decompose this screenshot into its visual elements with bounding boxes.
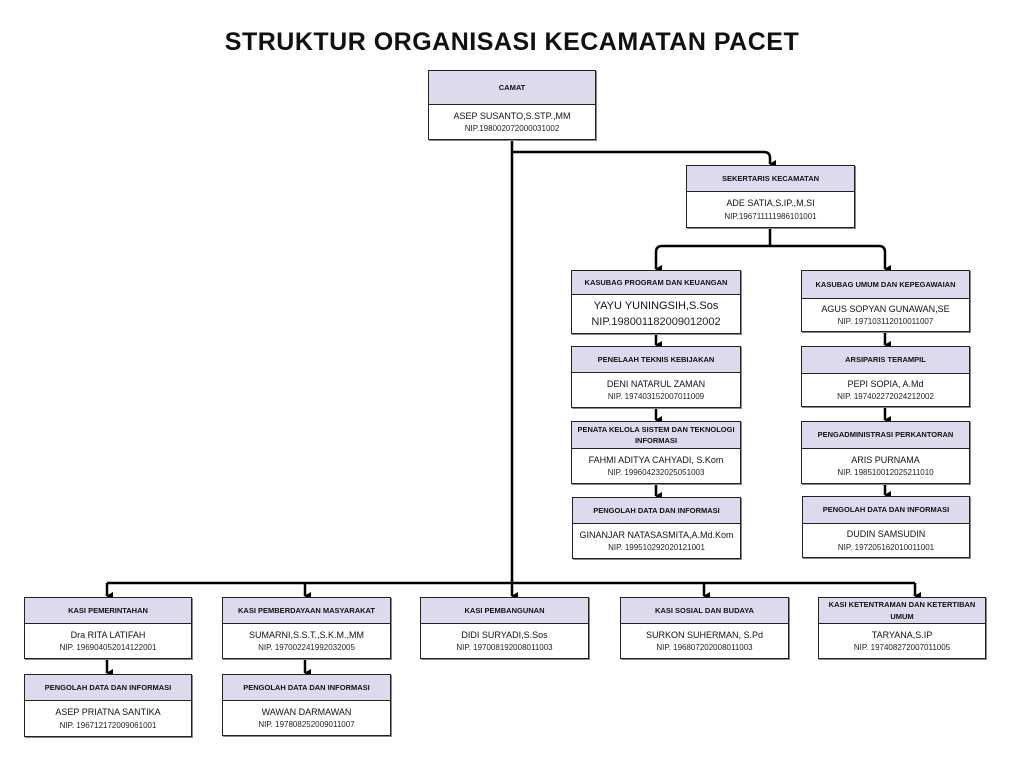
position-holder: YAYU YUNINGSIH,S.Sos NIP.198001182009012…	[572, 295, 740, 333]
holder-name: DUDIN SAMSUDIN	[846, 529, 926, 540]
position-title: KASUBAG PROGRAM DAN KEUANGAN	[572, 271, 740, 295]
holder-nip: NIP. 199604232025051003	[607, 468, 705, 478]
holder-nip: NIP. 199510292020121001	[608, 543, 705, 553]
holder-nip: NIP. 197103112010011007	[837, 317, 934, 327]
position-title: PENGADMINISTRASI PERKANTORAN	[802, 422, 969, 449]
position-title: ARSIPARIS TERAMPIL	[802, 347, 969, 374]
position-box-penelaah: PENELAAH TEKNIS KEBIJAKAN DENI NATARUL Z…	[571, 346, 741, 408]
position-holder: Dra RITA LATIFAH NIP. 196904052014122001	[25, 624, 191, 658]
position-title: PENGOLAH DATA DAN INFORMASI	[573, 498, 740, 524]
holder-name: Dra RITA LATIFAH	[70, 629, 146, 640]
holder-nip: NIP. 197008192008011003	[456, 643, 553, 653]
position-holder: ASEP PRIATNA SANTIKA NIP. 19671217200906…	[25, 701, 191, 736]
holder-nip: NIP. 197403152007011009	[607, 392, 705, 402]
holder-name: ASEP PRIATNA SANTIKA	[55, 707, 161, 718]
position-holder: DIDI SURYADI,S.Sos NIP. 1970081920080110…	[421, 624, 588, 658]
holder-name: YAYU YUNINGSIH,S.Sos	[593, 300, 719, 313]
position-title: PENATA KELOLA SISTEM DAN TEKNOLOGI INFOR…	[572, 422, 740, 449]
position-box-pengolah-pemberdayaan: PENGOLAH DATA DAN INFORMASI WAWAN DARMAW…	[222, 674, 391, 736]
holder-name: WAWAN DARMAWAN	[261, 706, 352, 717]
holder-name: ARIS PURNAMA	[851, 454, 920, 465]
holder-name: TARYANA,S.IP	[871, 629, 933, 640]
holder-name: PEPI SOPIA, A.Md	[847, 378, 924, 389]
line-sekretaris-umum	[770, 244, 891, 273]
position-holder: WAWAN DARMAWAN NIP. 197808252009011007	[223, 701, 390, 735]
position-box-kasubag-umum: KASUBAG UMUM DAN KEPEGAWAIAN AGUS SOPYAN…	[801, 270, 970, 332]
holder-nip: NIP. 197402272024212002	[837, 392, 934, 402]
position-box-sekretaris: SEKERTARIS KECAMATAN ADE SATIA,S.IP.,M.S…	[686, 165, 855, 228]
holder-name: FAHMI ADITYA CAHYADI, S.Kom	[588, 454, 724, 465]
holder-name: SURKON SUHERMAN, S.Pd	[645, 629, 764, 640]
position-title: CAMAT	[429, 71, 595, 105]
position-holder: ARIS PURNAMA NIP. 198510012025211010	[802, 449, 969, 483]
position-holder: SURKON SUHERMAN, S.Pd NIP. 1968072020080…	[621, 624, 788, 658]
position-title: SEKERTARIS KECAMATAN	[687, 166, 854, 192]
position-holder: TARYANA,S.IP NIP. 197408272007011005	[819, 624, 985, 658]
position-box-kasubag-program: KASUBAG PROGRAM DAN KEUANGAN YAYU YUNING…	[571, 270, 741, 334]
holder-nip: NIP. 198510012025211010	[837, 468, 934, 478]
position-box-kasi-pembangunan: KASI PEMBANGUNAN DIDI SURYADI,S.Sos NIP.…	[420, 597, 589, 659]
position-box-arsiparis: ARSIPARIS TERAMPIL PEPI SOPIA, A.Md NIP.…	[801, 346, 970, 407]
position-title: PENGOLAH DATA DAN INFORMASI	[803, 497, 969, 524]
position-box-kasi-ketentraman: KASI KETENTRAMAN DAN KETERTIBAN UMUM TAR…	[818, 597, 986, 659]
holder-nip: NIP. 196807202008011003	[656, 643, 753, 653]
holder-name: ADE SATIA,S.IP.,M.SI	[726, 198, 815, 209]
position-holder: ADE SATIA,S.IP.,M.SI NIP.196711111986101…	[687, 192, 854, 227]
position-box-kasi-pemerintahan: KASI PEMERINTAHAN Dra RITA LATIFAH NIP. …	[24, 597, 192, 659]
position-holder: DENI NATARUL ZAMAN NIP. 1974031520070110…	[572, 373, 740, 407]
position-title: PENGOLAH DATA DAN INFORMASI	[223, 675, 390, 701]
holder-nip: NIP. 197002241992032005	[258, 643, 355, 653]
line-sekretaris-program	[654, 244, 770, 273]
line-camat-sekretaris	[512, 150, 776, 168]
position-holder: DUDIN SAMSUDIN NIP. 197205162010011001	[803, 524, 969, 557]
holder-name: DIDI SURYADI,S.Sos	[461, 629, 548, 640]
position-title: KASI PEMBANGUNAN	[421, 598, 588, 624]
holder-nip: NIP.198001182009012002	[591, 315, 721, 328]
position-box-pengolah-program: PENGOLAH DATA DAN INFORMASI GINANJAR NAT…	[572, 497, 741, 559]
position-holder: FAHMI ADITYA CAHYADI, S.Kom NIP. 1996042…	[572, 449, 740, 483]
position-holder: PEPI SOPIA, A.Md NIP. 197402272024212002	[802, 374, 969, 406]
position-title: KASUBAG UMUM DAN KEPEGAWAIAN	[802, 271, 969, 299]
position-holder: GINANJAR NATASASMITA,A.Md.Kom NIP. 19951…	[573, 524, 740, 558]
holder-nip: NIP.198002072000031002	[464, 124, 560, 134]
position-title: KASI PEMERINTAHAN	[25, 598, 191, 624]
position-box-pengolah-pemerintahan: PENGOLAH DATA DAN INFORMASI ASEP PRIATNA…	[24, 674, 192, 737]
holder-nip: NIP. 197808252009011007	[258, 720, 355, 730]
holder-name: AGUS SOPYAN GUNAWAN,SE	[821, 303, 950, 314]
position-title: KASI KETENTRAMAN DAN KETERTIBAN UMUM	[819, 598, 985, 624]
chart-title: STRUKTUR ORGANISASI KECAMATAN PACET	[224, 28, 800, 56]
position-title: PENELAAH TEKNIS KEBIJAKAN	[572, 347, 740, 373]
position-holder: AGUS SOPYAN GUNAWAN,SE NIP. 197103112010…	[802, 299, 969, 331]
position-holder: SUMARNI,S.S.T.,S.K.M.,MM NIP. 1970022419…	[223, 624, 390, 658]
position-box-penata: PENATA KELOLA SISTEM DAN TEKNOLOGI INFOR…	[571, 421, 741, 484]
position-title: PENGOLAH DATA DAN INFORMASI	[25, 675, 191, 701]
holder-name: GINANJAR NATASASMITA,A.Md.Kom	[579, 529, 734, 540]
holder-nip: NIP. 196904052014122001	[59, 643, 157, 653]
position-box-pengadministrasi: PENGADMINISTRASI PERKANTORAN ARIS PURNAM…	[801, 421, 970, 484]
position-box-kasi-pemberdayaan: KASI PEMBERDAYAAN MASYARAKAT SUMARNI,S.S…	[222, 597, 391, 659]
holder-name: ASEP SUSANTO,S.STP.,MM	[453, 110, 571, 121]
position-box-kasi-sosial: KASI SOSIAL DAN BUDAYA SURKON SUHERMAN, …	[620, 597, 789, 659]
holder-nip: NIP. 197408272007011005	[853, 643, 951, 653]
position-box-pengolah-umum: PENGOLAH DATA DAN INFORMASI DUDIN SAMSUD…	[802, 496, 970, 558]
holder-name: SUMARNI,S.S.T.,S.K.M.,MM	[248, 629, 364, 640]
holder-nip: NIP. 197205162010011001	[837, 542, 935, 552]
holder-nip: NIP. 196712172009061001	[59, 720, 157, 730]
holder-nip: NIP.196711111986101001	[724, 211, 817, 221]
position-title: KASI PEMBERDAYAAN MASYARAKAT	[223, 598, 390, 624]
position-title: KASI SOSIAL DAN BUDAYA	[621, 598, 788, 624]
position-box-camat: CAMAT ASEP SUSANTO,S.STP.,MM NIP.1980020…	[428, 70, 596, 140]
holder-name: DENI NATARUL ZAMAN	[606, 378, 706, 389]
position-holder: ASEP SUSANTO,S.STP.,MM NIP.1980020720000…	[429, 105, 595, 139]
